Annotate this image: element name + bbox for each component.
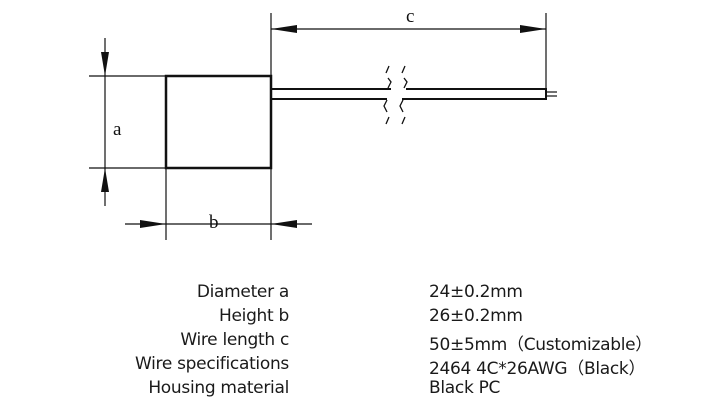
dimension-label-a: a <box>113 119 122 140</box>
housing-body <box>164 74 273 170</box>
dimension-label-c: c <box>406 6 414 27</box>
arrow-a-top <box>101 52 109 76</box>
arrow-a-bottom <box>101 168 109 192</box>
spec-row: Wire length c 50±5mm（Customizable） <box>0 330 723 355</box>
spec-value: 24±0.2mm <box>429 282 523 302</box>
dimension-label-b: b <box>209 212 219 233</box>
spec-row: Wire specifications 2464 4C*26AWG（Black） <box>0 354 723 379</box>
arrow-b-left <box>140 220 166 228</box>
spec-value: 2464 4C*26AWG（Black） <box>429 359 646 379</box>
spec-label: Diameter a <box>196 282 289 302</box>
spec-label: Wire length c <box>180 330 289 350</box>
arrow-c-right <box>520 25 546 33</box>
spec-label: Height b <box>219 306 289 326</box>
spec-value: Black PC <box>429 378 501 398</box>
arrow-c-left <box>271 25 297 33</box>
spec-row: Housing material Black PC <box>0 378 723 402</box>
dimension-drawing: a b c <box>89 6 557 240</box>
spec-value: 50±5mm（Customizable） <box>429 335 652 355</box>
break-line-right <box>399 65 408 125</box>
spec-row: Height b 26±0.2mm <box>0 306 723 330</box>
spec-row: Diameter a 24±0.2mm <box>0 282 723 306</box>
arrow-b-right <box>271 220 297 228</box>
break-line-left <box>383 65 392 125</box>
spec-value: 26±0.2mm <box>429 306 523 326</box>
spec-label: Housing material <box>148 378 289 398</box>
spec-label: Wire specifications <box>134 354 289 374</box>
